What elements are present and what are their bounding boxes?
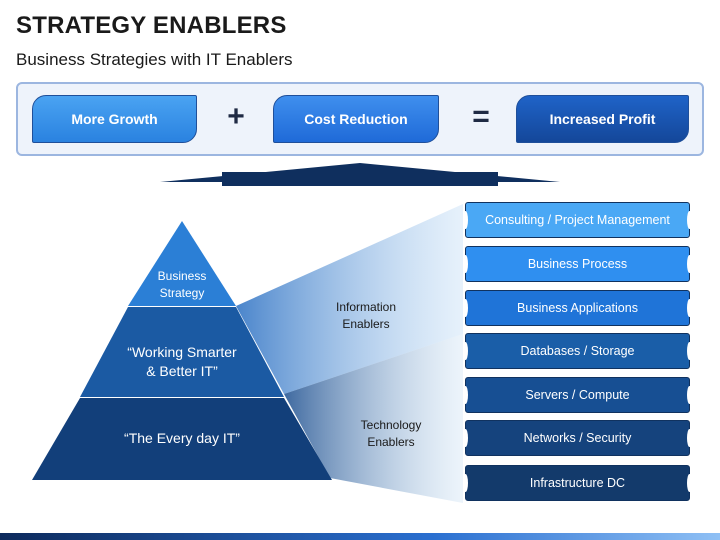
- networks-security-box: Networks / Security: [463, 420, 692, 456]
- page-subtitle: Business Strategies with IT Enablers: [16, 50, 293, 69]
- information-beam: [236, 204, 463, 394]
- increased-profit-box: Increased Profit: [516, 95, 689, 143]
- pyramid-top-tier: [128, 221, 236, 306]
- information-enablers-line-2: Enablers: [342, 317, 390, 331]
- business-applications-box: Business Applications: [463, 290, 692, 326]
- page-title: STRATEGY ENABLERS: [16, 12, 287, 39]
- technology-beam: [284, 334, 463, 503]
- pyramid-bottom-label: “The Every day IT”: [124, 430, 240, 446]
- pyramid-bottom-tier: [32, 398, 332, 480]
- pyramid-middle-line-1: “Working Smarter: [127, 344, 237, 360]
- plus-sign: +: [227, 100, 245, 133]
- databases-storage-box: Databases / Storage: [463, 333, 692, 369]
- pyramid-middle-line-2: & Better IT”: [146, 363, 218, 379]
- cost-reduction-box: Cost Reduction: [273, 95, 439, 143]
- pyramid-top-line-1: Business: [157, 269, 207, 283]
- equals-sign: =: [472, 100, 490, 133]
- pyramid-middle-tier: [80, 307, 284, 397]
- up-arrow-bar: [222, 172, 498, 186]
- more-growth-box: More Growth: [32, 95, 197, 143]
- footer-bar: [0, 533, 720, 540]
- technology-enablers-line-1: Technology: [360, 418, 422, 432]
- business-process-box: Business Process: [463, 246, 692, 282]
- information-enablers-label: Information Enablers: [318, 299, 414, 333]
- technology-enablers-line-2: Enablers: [367, 435, 415, 449]
- consulting-box: Consulting / Project Management: [463, 202, 692, 238]
- information-enablers-line-1: Information: [335, 300, 397, 314]
- pyramid-top-label: Business Strategy: [142, 268, 222, 302]
- pyramid-top-line-2: Strategy: [159, 286, 205, 300]
- servers-compute-box: Servers / Compute: [463, 377, 692, 413]
- pyramid-middle-label: “Working Smarter & Better IT”: [100, 343, 264, 381]
- infrastructure-dc-box: Infrastructure DC: [463, 465, 692, 501]
- technology-enablers-label: Technology Enablers: [346, 417, 436, 451]
